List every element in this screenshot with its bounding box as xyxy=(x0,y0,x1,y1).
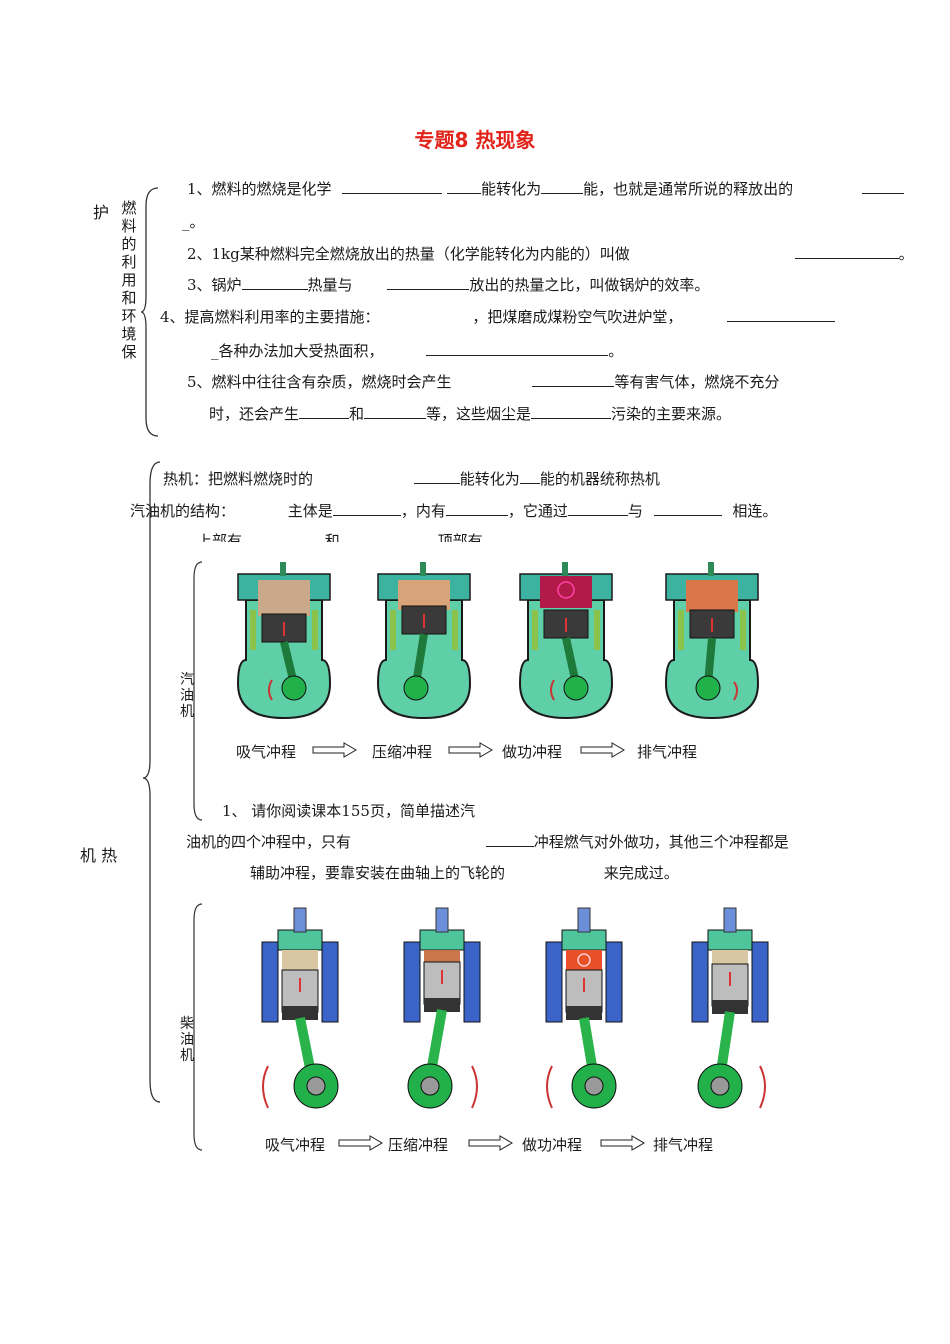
gasoline-stroke-compression: 压缩冲程 xyxy=(372,743,433,761)
q5-blank-2 xyxy=(299,404,350,419)
q1-blank-3 xyxy=(861,179,904,194)
diesel-stroke-compression: 压缩冲程 xyxy=(388,1136,449,1154)
q2-blank xyxy=(794,244,899,259)
structure-blank-4 xyxy=(653,501,722,516)
q1-line-end: _。 xyxy=(182,213,205,231)
gasoline-compression-diagram xyxy=(376,562,472,720)
structure-blank-1 xyxy=(332,501,401,516)
q3-line: 3、锅炉热量与 放出的热量之比，叫做锅炉的效率。 xyxy=(187,275,710,294)
heat-engine-blank-2 xyxy=(519,469,540,484)
arrow-icon xyxy=(468,1135,513,1151)
diesel-compression-diagram xyxy=(403,907,481,1109)
q4-line: 4、提高燃料利用率的主要措施： ，把煤磨成煤粉空气吹进炉堂， xyxy=(160,306,836,327)
heat-engine-def: 热机：把燃料燃烧时的 能转化为能的机器统称热机 xyxy=(163,469,660,488)
q1-line: 1、燃料的燃烧是化学 能转化为能，也就是通常所说的释放出的 xyxy=(187,178,904,199)
q1-blank-2 xyxy=(541,179,584,194)
diesel-bracket xyxy=(193,903,203,1151)
diesel-stroke-power: 做功冲程 xyxy=(522,1136,583,1154)
question-line-3: 辅助冲程，要靠安装在曲轴上的飞轮的 来完成过。 xyxy=(250,864,679,882)
gasoline-stroke-power: 做功冲程 xyxy=(502,743,563,761)
gasoline-power-diagram xyxy=(518,562,614,720)
question-line-2: 油机的四个冲程中，只有 冲程燃气对外做功，其他三个冲程都是 xyxy=(186,832,789,851)
gasoline-exhaust-diagram xyxy=(664,562,760,720)
structure-blank-2 xyxy=(445,501,508,516)
q5-blank-1 xyxy=(532,372,615,387)
gasoline-intake-diagram xyxy=(236,562,332,720)
gasoline-stroke-intake: 吸气冲程 xyxy=(236,743,297,761)
q3-blank-1 xyxy=(241,275,308,290)
section1-bracket xyxy=(140,187,159,437)
arrow-icon xyxy=(448,742,493,758)
question-line-1: 1、 请你阅读课本155页，简单描述汽 xyxy=(222,802,475,820)
q4-blank-2 xyxy=(426,341,609,356)
heat-engine-blank-1 xyxy=(413,469,460,484)
q5-blank-3 xyxy=(364,404,427,419)
page-title: 专题8 热现象 xyxy=(414,128,536,152)
q2-line: 2、1kg某种燃料完全燃烧放出的热量（化学能转化为内能的）叫做 。 xyxy=(187,244,914,263)
arrow-icon xyxy=(600,1135,645,1151)
diesel-exhaust-diagram xyxy=(691,907,769,1109)
structure-blank-3 xyxy=(567,501,628,516)
q3-blank-2 xyxy=(387,275,470,290)
q5-blank-4 xyxy=(531,404,612,419)
q4-blank-1 xyxy=(727,307,836,322)
diesel-stroke-exhaust: 排气冲程 xyxy=(653,1136,714,1154)
structure-line: 汽油机的结构： 主体是，内有，它通过与 相连。 xyxy=(130,501,778,520)
gasoline-stroke-exhaust: 排气冲程 xyxy=(637,743,698,761)
q1-blank-1 xyxy=(342,179,443,194)
section2-side-label: 机 热 xyxy=(80,846,118,865)
diesel-label: 柴油机 xyxy=(180,1016,194,1064)
arrow-icon xyxy=(338,1135,383,1151)
section2-bracket xyxy=(142,461,161,1103)
diesel-stroke-intake: 吸气冲程 xyxy=(265,1136,326,1154)
arrow-icon xyxy=(580,742,625,758)
gasoline-label: 汽油机 xyxy=(180,672,194,720)
diesel-power-diagram xyxy=(545,907,623,1109)
gasoline-bracket xyxy=(193,561,203,821)
section1-side-label: 护 xyxy=(93,203,110,222)
diesel-intake-diagram xyxy=(261,907,339,1109)
q5-line: 5、燃料中往往含有杂质，燃烧时会产生 等有害气体，燃烧不充分 xyxy=(187,372,780,391)
q5-line-2: 时，还会产生和等，这些烟尘是污染的主要来源。 xyxy=(209,404,732,423)
section1-vertical-label: 燃料的利用和环境保 xyxy=(121,199,137,361)
question-blank-1 xyxy=(485,832,534,847)
structure-line-2: 上部有 和 ，顶部有 。 xyxy=(197,532,613,542)
q4-line-2: _各种办法加大受热面积， 。 xyxy=(211,341,624,360)
arrow-icon xyxy=(312,742,357,758)
